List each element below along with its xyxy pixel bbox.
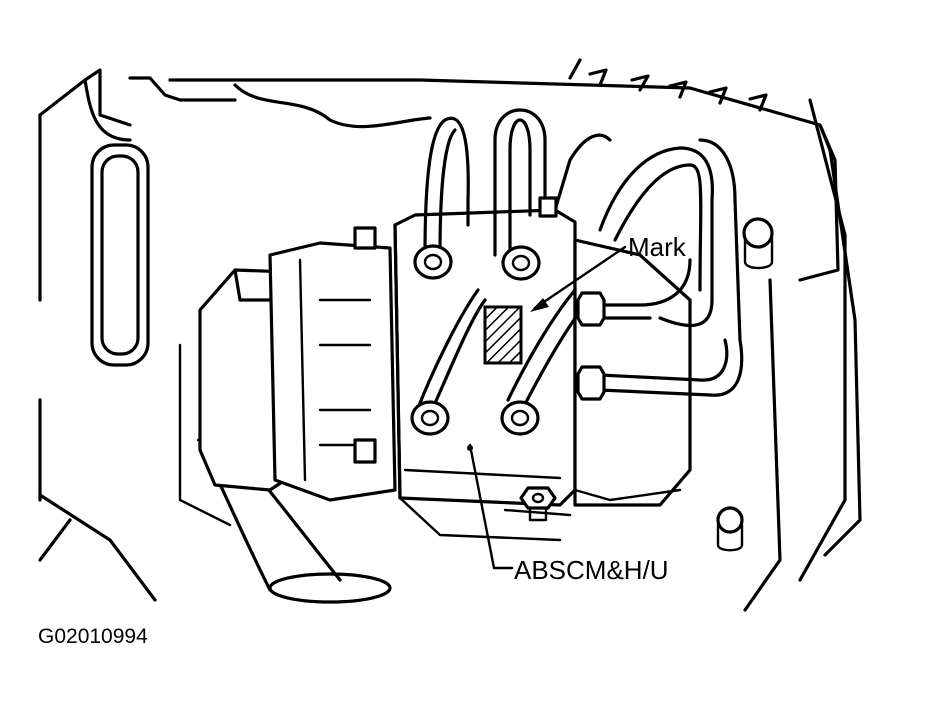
leader-lines: [467, 245, 627, 570]
mark-label: Mark: [628, 232, 686, 262]
mark-hatched-area: [483, 305, 523, 365]
body-panel-lines: [38, 58, 862, 612]
figure-id-label: G02010994: [38, 625, 148, 648]
mounting-bolts: [503, 217, 774, 552]
pump-motor-housing: [198, 226, 397, 502]
abs-unit-label: ABSCM&H/U: [514, 555, 669, 585]
brake-pipes: [410, 108, 744, 436]
left-vent-panel: [90, 143, 150, 367]
